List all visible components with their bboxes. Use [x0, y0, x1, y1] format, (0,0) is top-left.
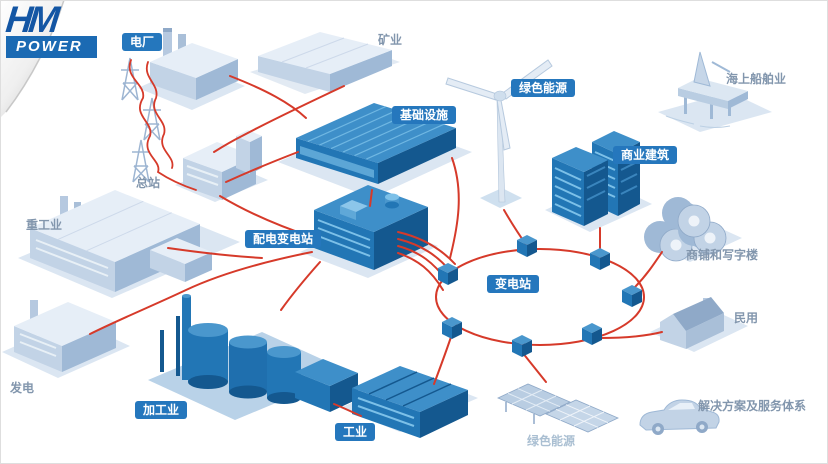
offshore-rig-illustration — [658, 51, 772, 132]
brand-logo-text: HM — [3, 0, 58, 40]
shops-offices-illustration — [644, 197, 742, 262]
main-station-illustration — [175, 130, 268, 202]
label-generation: 发电 — [10, 381, 35, 395]
label-green-energy-top: 绿色能源 — [511, 79, 576, 97]
generation-illustration — [2, 300, 130, 378]
label-heavy-industry: 重工业 — [26, 218, 63, 232]
label-substation: 变电站 — [487, 275, 540, 293]
heavy-industry-illustration — [18, 190, 240, 298]
brand-logo: HM POWER — [3, 0, 97, 59]
label-processing: 加工业 — [135, 401, 188, 419]
label-mining: 矿业 — [378, 33, 403, 47]
solar-panels-illustration — [497, 383, 619, 433]
label-main-station: 总站 — [136, 176, 161, 190]
label-residential: 民用 — [734, 311, 759, 325]
label-green-energy-bottom: 绿色能源 — [527, 434, 576, 448]
mining-illustration — [250, 32, 400, 94]
label-marine: 海上船舶业 — [726, 72, 787, 86]
residential-illustration — [650, 297, 748, 352]
label-commercial: 商业建筑 — [613, 146, 678, 164]
commercial-buildings-illustration — [545, 131, 652, 232]
industry-illustration — [340, 366, 478, 438]
label-solutions: 解决方案及服务体系 — [698, 399, 807, 413]
substation-ring — [438, 235, 642, 357]
power-plant-illustration — [138, 28, 245, 110]
distribution-substation-illustration — [300, 185, 438, 278]
label-distribution-substation: 配电变电站 — [245, 230, 322, 248]
label-shops-offices: 商铺和写字楼 — [686, 248, 759, 262]
label-power-plant: 电厂 — [122, 33, 163, 51]
car-illustration — [639, 399, 720, 435]
processing-industry-illustration — [148, 294, 358, 420]
label-industry: 工业 — [335, 423, 376, 441]
brand-logo-sub: POWER — [6, 36, 97, 59]
label-infrastructure: 基础设施 — [392, 106, 457, 124]
